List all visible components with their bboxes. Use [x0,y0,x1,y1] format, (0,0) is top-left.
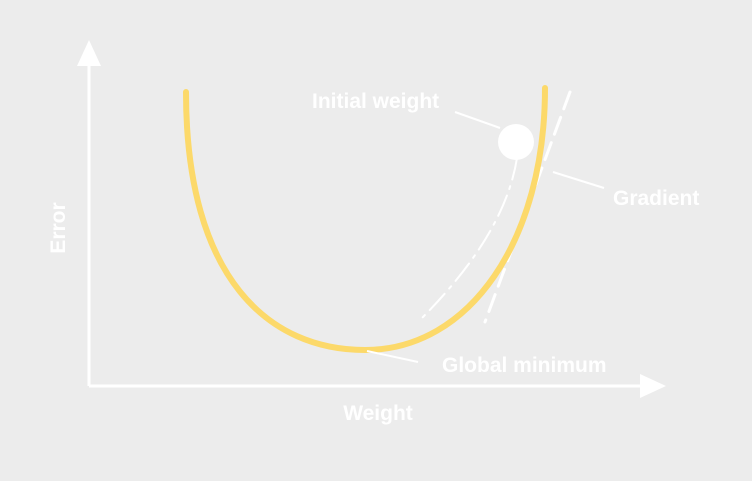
descent-path [419,157,518,321]
arrow-up-icon [77,40,101,66]
arrow-right-icon [640,374,666,398]
global-minimum-label: Global minimum [442,354,607,377]
error-curve [183,85,548,354]
global-minimum-leader [366,350,419,363]
x-axis-label: Weight [343,402,413,425]
initial-weight-ball [498,124,534,160]
y-axis-label: Error [47,202,70,253]
axes [77,40,666,398]
initial-weight-leader [454,111,501,129]
initial-weight-label: Initial weight [312,90,439,113]
gradient-label: Gradient [613,187,699,210]
gradient-leader [552,171,605,189]
